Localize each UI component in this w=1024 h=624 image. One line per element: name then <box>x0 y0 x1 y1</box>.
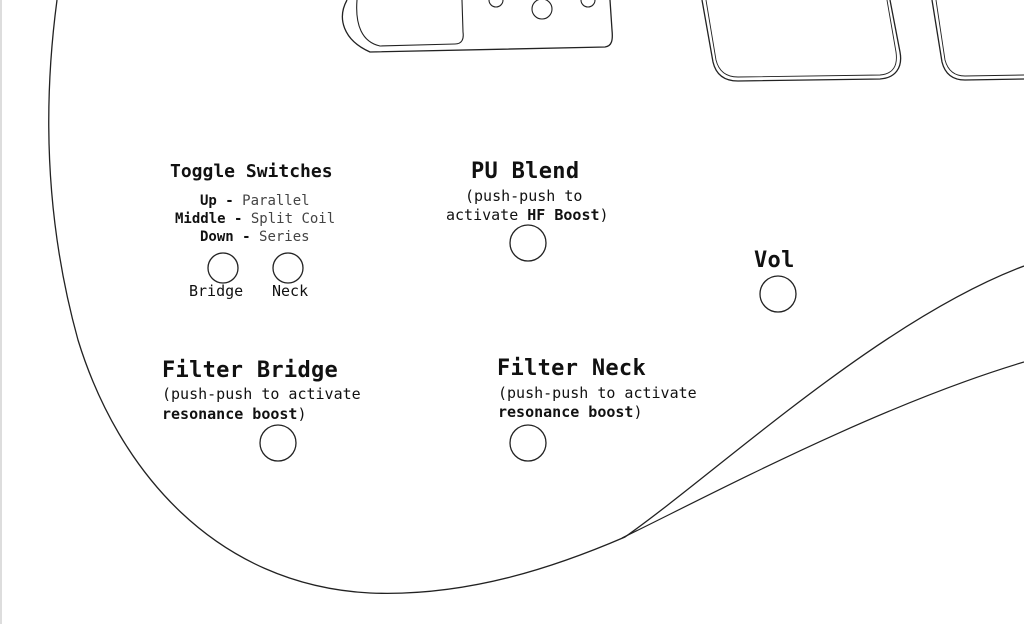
toggle-down-sep: - <box>233 229 260 245</box>
filter-neck-note-post: ) <box>633 403 643 421</box>
filter-bridge-note-bold: resonance boost <box>162 405 298 423</box>
toggle-switches-title: Toggle Switches <box>170 161 333 182</box>
neck-switch-label: Neck <box>272 282 309 300</box>
filter-neck-note-bold: resonance boost <box>498 403 634 421</box>
filter-bridge-knob[interactable] <box>259 424 297 462</box>
toggle-middle-line: Middle - Split Coil <box>175 212 335 226</box>
filter-bridge-note-line1: (push-push to activate <box>162 385 361 403</box>
toggle-up-line: Up - Parallel <box>200 194 310 208</box>
arm-contour-line <box>621 361 1024 539</box>
pickup-cavity-left <box>701 0 902 82</box>
filter-neck-title: Filter Neck <box>497 356 646 381</box>
pu-blend-note-line2: activate HF Boost) <box>446 208 609 223</box>
vol-knob[interactable] <box>759 275 797 313</box>
toggle-middle-key: Middle <box>175 211 226 227</box>
toggle-down-key: Down <box>200 229 234 245</box>
toggle-down-value: Series <box>259 229 310 245</box>
pu-blend-note-line1: (push-push to <box>465 187 583 205</box>
bridge-switch-label: Bridge <box>189 282 244 300</box>
vol-title: Vol <box>754 248 795 273</box>
filter-bridge-note-post: ) <box>297 405 307 423</box>
toggle-down-line: Down - Series <box>200 230 310 244</box>
pu-blend-note-bold: HF Boost <box>527 206 600 224</box>
toggle-up-value: Parallel <box>242 193 310 209</box>
pu-blend-note-pre: activate <box>446 206 528 224</box>
filter-bridge-note-line2: resonance boost) <box>162 407 307 422</box>
filter-neck-knob[interactable] <box>509 424 547 462</box>
toggle-up-key: Up <box>200 193 217 209</box>
pickup-cavity-right <box>931 0 1024 81</box>
filter-neck-note-line1: (push-push to activate <box>498 384 697 402</box>
neck-toggle-switch[interactable] <box>272 252 304 284</box>
bridge-toggle-switch[interactable] <box>207 252 239 284</box>
pu-blend-note-post: ) <box>599 206 609 224</box>
control-plate <box>341 0 613 53</box>
toggle-middle-value: Split Coil <box>250 211 336 227</box>
pu-blend-title: PU Blend <box>471 159 580 184</box>
toggle-middle-sep: - <box>225 211 251 227</box>
toggle-up-sep: - <box>216 193 243 209</box>
pu-blend-knob[interactable] <box>509 224 547 262</box>
body-outline <box>48 0 1024 594</box>
filter-neck-note-line2: resonance boost) <box>498 405 643 420</box>
filter-bridge-title: Filter Bridge <box>162 358 339 383</box>
